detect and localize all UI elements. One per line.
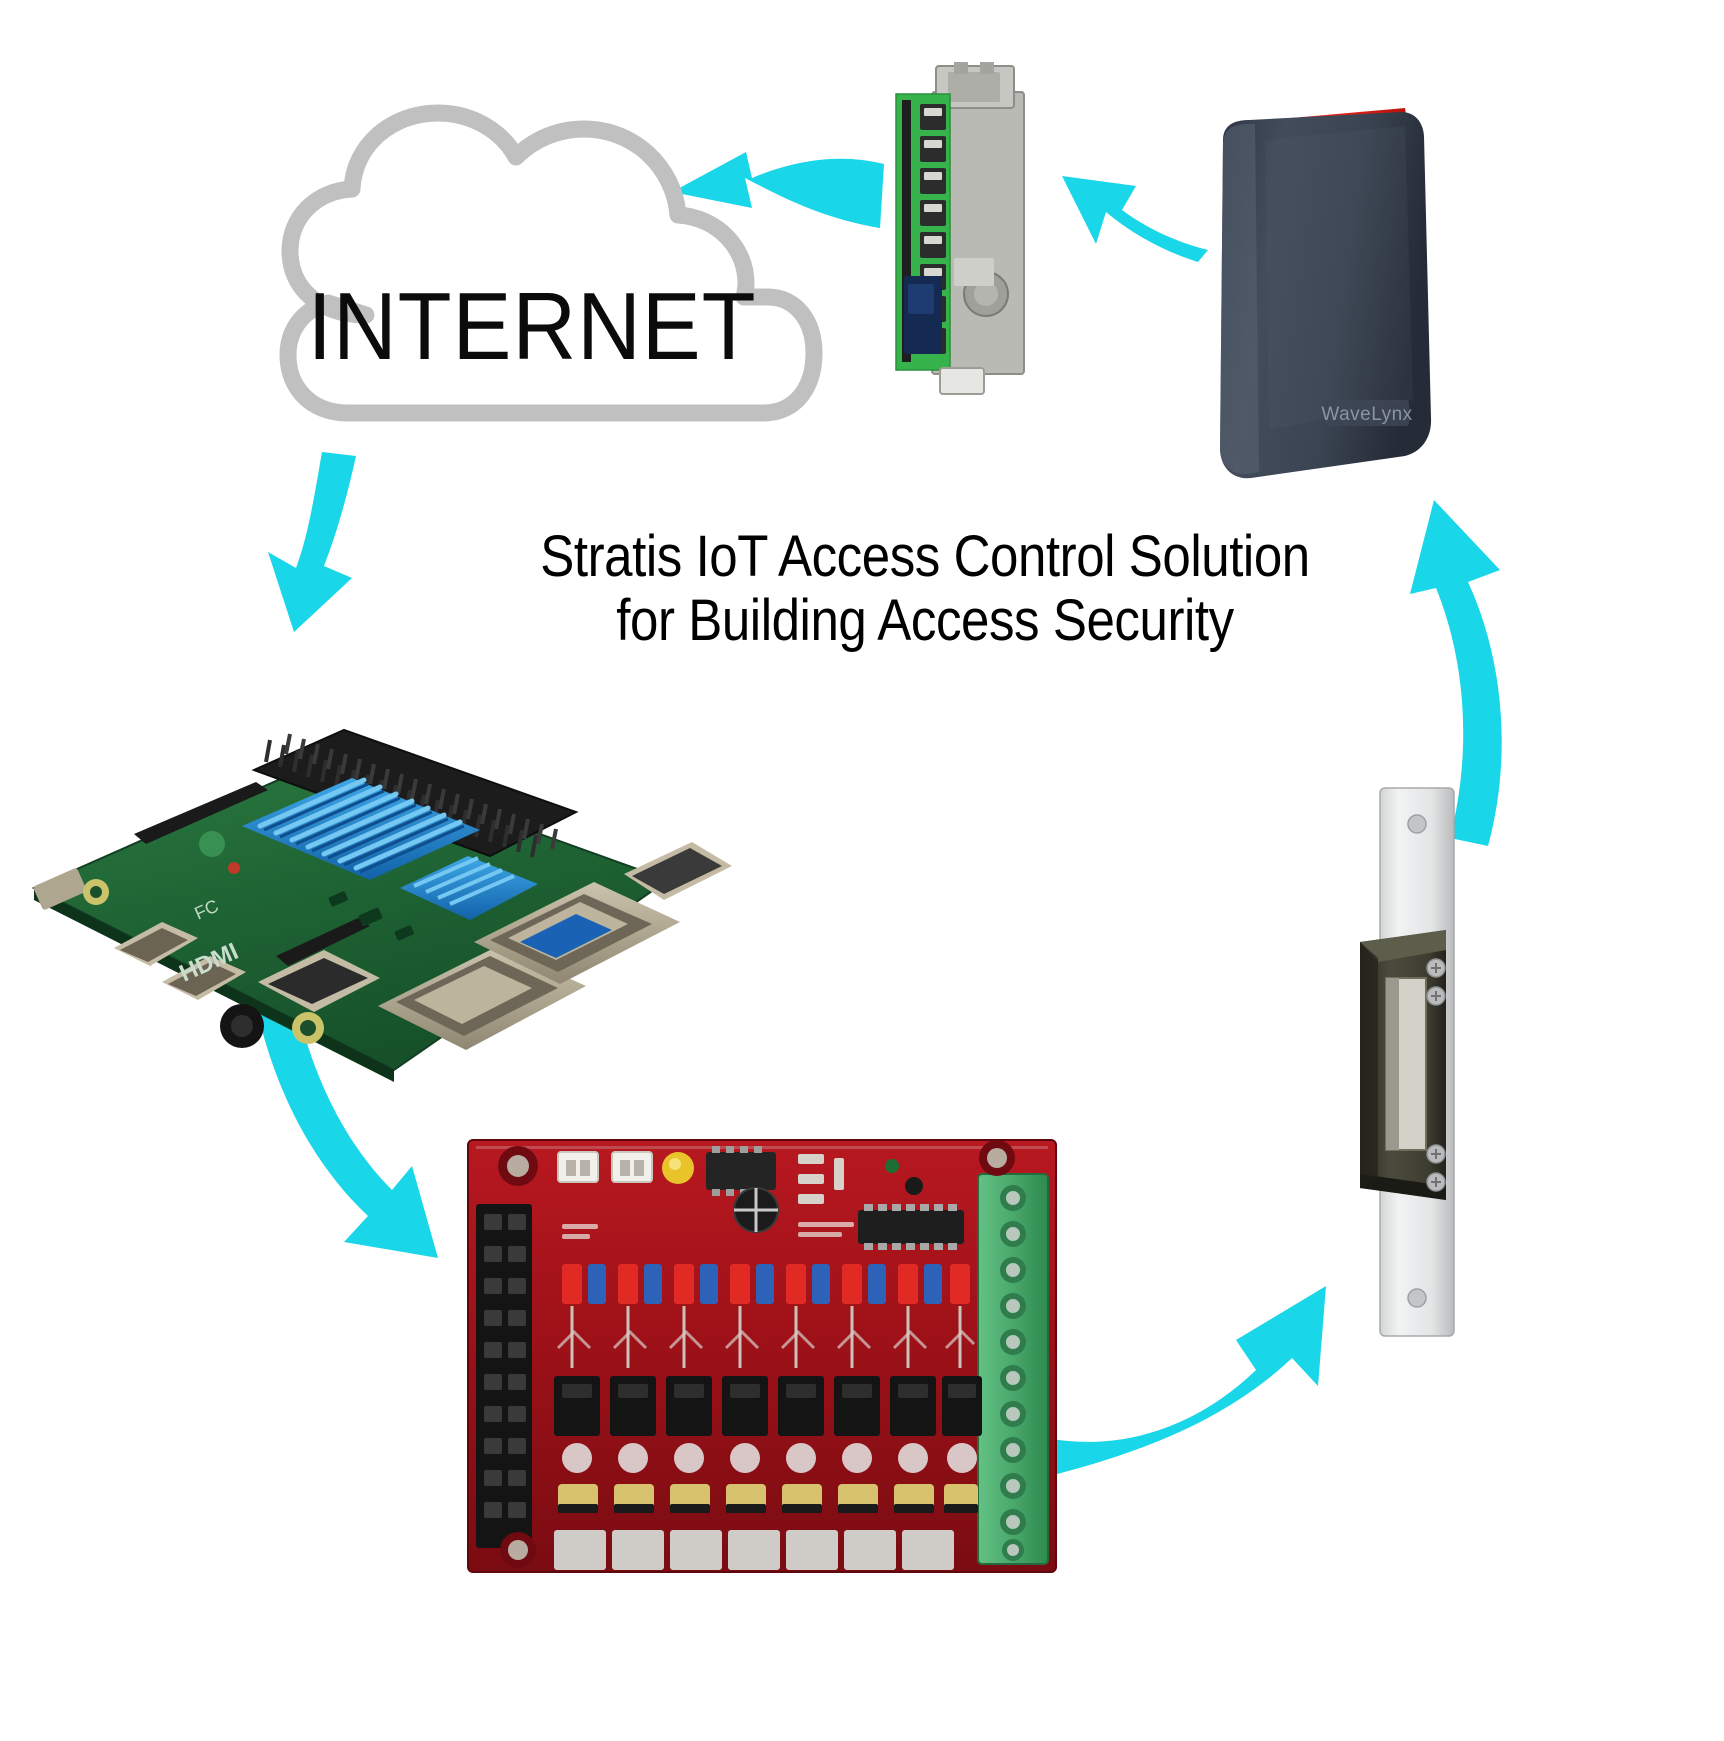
arrow-reader-to-module — [1062, 176, 1208, 262]
heatsink-secondary — [400, 856, 538, 920]
heatsink-main — [242, 777, 480, 880]
title-line-2: for Building Access Security — [616, 587, 1234, 653]
internet-cloud — [279, 104, 823, 422]
card-reader: WaveLynx — [1220, 108, 1432, 479]
cloud-label: INTERNET — [307, 273, 757, 380]
page-title: Stratis IoT Access Control Solution for … — [481, 525, 1370, 653]
arrow-internet-to-pi — [268, 452, 356, 632]
card-reader-logo: WaveLynx — [1321, 404, 1412, 425]
arrow-relay-to-strike — [1042, 1286, 1326, 1478]
raspberry-pi: FC HDMI — [31, 728, 732, 1082]
interface-module — [895, 62, 1025, 395]
arrow-strike-to-reader — [1410, 500, 1502, 846]
title-line-1: Stratis IoT Access Control Solution — [540, 524, 1310, 589]
door-strike — [1360, 787, 1455, 1337]
relay-board — [467, 1139, 1057, 1573]
arrow-module-to-internet — [672, 152, 884, 228]
